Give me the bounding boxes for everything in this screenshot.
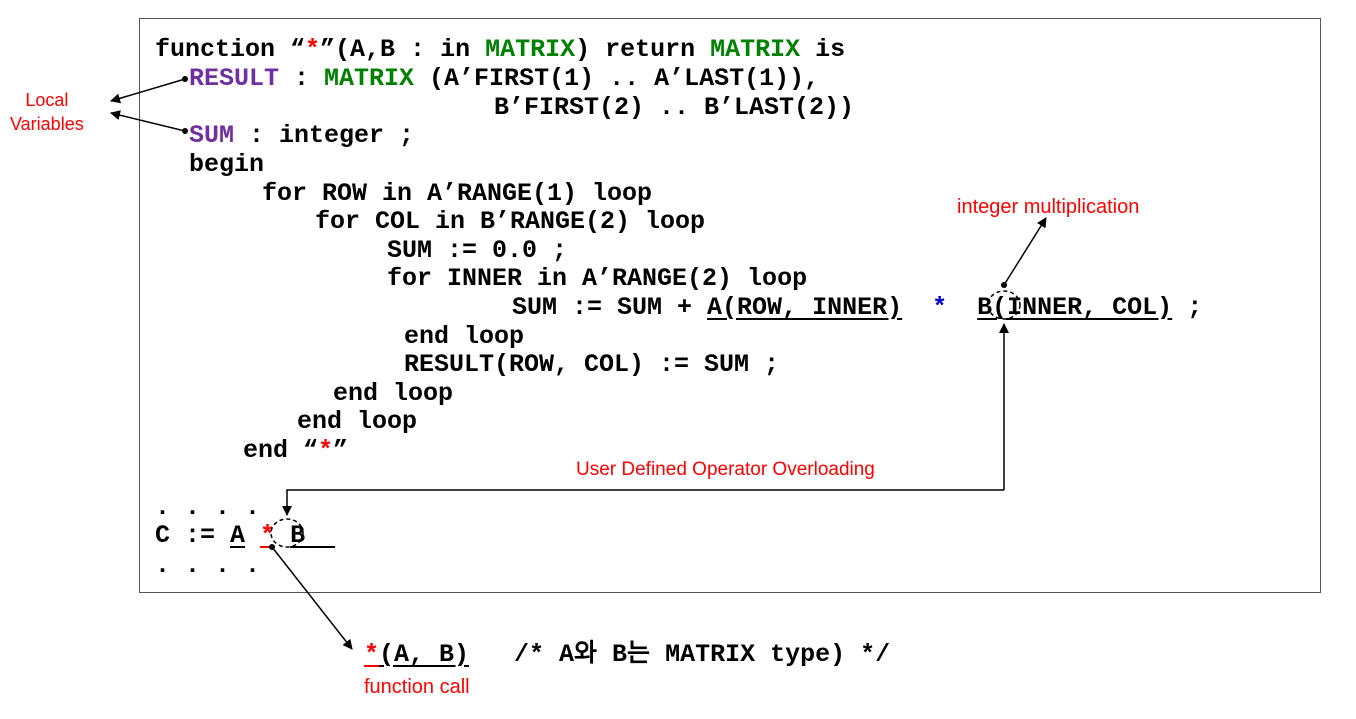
code-text: C := (155, 521, 231, 550)
code-line-6: for ROW in A’RANGE(1) loop (262, 179, 653, 208)
ellipsis-dots-top: . . . . (155, 493, 261, 522)
overloading-connector-horizontal (282, 489, 1004, 516)
call-comment: /* A와 B는 MATRIX type) */ (514, 640, 891, 669)
local-label-line1: Local (25, 90, 69, 110)
code-text: ”(A,B : in (320, 35, 486, 64)
multiply-star-circle (987, 290, 1021, 320)
result-variable: RESULT (189, 64, 280, 93)
type-keyword: MATRIX (485, 35, 576, 64)
operator-star: * (305, 35, 321, 64)
operand-b: B (290, 521, 306, 550)
function-call-label: function call (364, 676, 470, 698)
code-text: SUM := SUM + (512, 293, 708, 322)
call-star-circle (270, 518, 304, 548)
sum-arrow (110, 110, 186, 132)
code-text: function “ (155, 35, 306, 64)
multiply-star: * (932, 293, 948, 322)
code-text: ; (1172, 293, 1203, 322)
code-text: is (800, 35, 846, 64)
call-args: (A, B) (379, 640, 470, 669)
code-text: (A’FIRST(1) .. A’LAST(1)), (414, 64, 820, 93)
code-text: end “ (243, 436, 319, 465)
code-line-11: end loop (404, 322, 525, 351)
code-text: ” (333, 436, 349, 465)
function-call-line: *(A, B) /* A와 B는 MATRIX type) */ (364, 640, 890, 669)
code-text: ) return (575, 35, 711, 64)
code-line-4: SUM : integer ; (189, 121, 414, 150)
local-variables-label: Local Variables (10, 88, 84, 136)
type-keyword: MATRIX (710, 35, 801, 64)
sum-variable: SUM (189, 121, 235, 150)
integer-multiplication-label: integer multiplication (957, 196, 1140, 218)
code-box (139, 18, 1321, 593)
local-label-line2: Variables (10, 114, 84, 134)
call-star: * (364, 640, 380, 669)
code-line-7: for COL in B’RANGE(2) loop (315, 207, 706, 236)
code-line-10: SUM := SUM + A(ROW, INNER) * B(INNER, CO… (512, 293, 1202, 322)
operator-overloading-label: User Defined Operator Overloading (576, 459, 875, 480)
integer-mult-arrow (1003, 217, 1047, 286)
operand-left: A(ROW, INNER) (707, 293, 903, 322)
code-text: : integer ; (234, 121, 415, 150)
result-arrow (110, 78, 186, 104)
type-keyword: MATRIX (324, 64, 415, 93)
code-line-15: end “*” (243, 436, 348, 465)
code-line-8: SUM := 0.0 ; (387, 236, 568, 265)
function-call-arrow (271, 546, 353, 650)
code-line-1: function “*”(A,B : in MATRIX) return MAT… (155, 35, 845, 64)
code-line-9: for INNER in A’RANGE(2) loop (387, 264, 808, 293)
code-line-14: end loop (297, 407, 418, 436)
operand-a: A (230, 521, 246, 550)
operator-star: * (318, 436, 334, 465)
code-line-5: begin (189, 150, 265, 179)
code-text: : (279, 64, 325, 93)
code-line-13: end loop (333, 379, 454, 408)
code-line-2: RESULT : MATRIX (A’FIRST(1) .. A’LAST(1)… (189, 64, 819, 93)
code-line-12: RESULT(ROW, COL) := SUM ; (404, 350, 780, 379)
code-line-3: B’FIRST(2) .. B’LAST(2)) (494, 93, 855, 122)
ellipsis-dots-bottom: . . . . (155, 551, 261, 580)
